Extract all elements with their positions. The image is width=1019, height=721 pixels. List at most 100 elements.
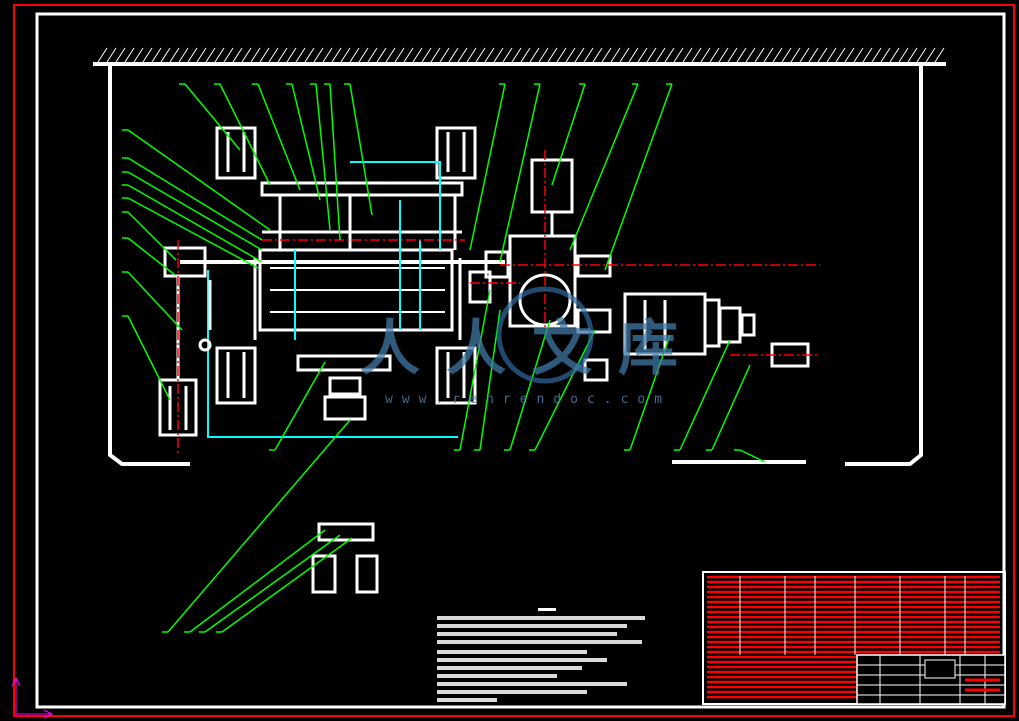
detail-view: [311, 522, 379, 594]
hatch-stroke: [313, 47, 324, 63]
hatch-stroke: [817, 47, 828, 63]
hatch-stroke: [682, 47, 693, 63]
note-line: [437, 616, 645, 620]
leader-line: [291, 83, 321, 201]
hatch-stroke: [925, 47, 936, 63]
leader-lines: [122, 83, 766, 633]
hatch-stroke: [439, 47, 450, 63]
leader-line: [127, 237, 176, 276]
hatch-stroke: [592, 47, 603, 63]
hatch-stroke: [871, 47, 882, 63]
hatch-stroke: [727, 47, 738, 63]
leader-line: [509, 319, 551, 451]
hatch-stroke: [358, 47, 369, 63]
hatch-stroke: [349, 47, 360, 63]
leader-line: [349, 83, 373, 216]
hatch-stroke: [304, 47, 315, 63]
hatch-stroke: [691, 47, 702, 63]
leader-line: [219, 83, 271, 186]
hatch-stroke: [331, 47, 342, 63]
hatch-stroke: [106, 47, 117, 63]
hatch-stroke: [268, 47, 279, 63]
leader-line: [274, 361, 326, 451]
hatch-stroke: [196, 47, 207, 63]
note-line: [437, 682, 627, 686]
hatch-stroke: [394, 47, 405, 63]
leader-line: [127, 171, 263, 251]
hatch-stroke: [124, 47, 135, 63]
hatch-stroke: [565, 47, 576, 63]
leader-line: [739, 449, 766, 463]
watermark-logo: 人人文库: [360, 314, 704, 384]
hatch-stroke: [133, 47, 144, 63]
hatch-stroke: [844, 47, 855, 63]
hatch-stroke: [835, 47, 846, 63]
leader-line: [184, 83, 241, 151]
leader-line: [534, 329, 596, 451]
note-line: [437, 632, 617, 636]
hatch-stroke: [466, 47, 477, 63]
note-line: [437, 690, 587, 694]
wheel-blocks: [215, 126, 477, 405]
hatch-stroke: [934, 47, 945, 63]
hatch-stroke: [250, 47, 261, 63]
hatch-stroke: [790, 47, 801, 63]
hatch-stroke: [880, 47, 891, 63]
leader-line: [679, 339, 731, 451]
hatch-stroke: [520, 47, 531, 63]
leader-line: [127, 129, 271, 231]
note-line: [437, 666, 582, 670]
hatch-stroke: [448, 47, 459, 63]
leader-line: [167, 419, 351, 633]
hatch-stroke: [214, 47, 225, 63]
hatch-stroke: [529, 47, 540, 63]
note-line: [437, 624, 627, 628]
note-line: [437, 658, 607, 662]
hatch-stroke: [646, 47, 657, 63]
leader-line: [711, 364, 751, 451]
hatch-stroke: [655, 47, 666, 63]
hatch-stroke: [916, 47, 927, 63]
hatch-stroke: [187, 47, 198, 63]
watermark-circle: [496, 286, 594, 384]
hatch-stroke: [493, 47, 504, 63]
hatch-stroke: [322, 47, 333, 63]
hatch-stroke: [205, 47, 216, 63]
hatch-stroke: [232, 47, 243, 63]
hatch-stroke: [862, 47, 873, 63]
outer-frame: [13, 4, 1015, 717]
ucs-icon: [11, 676, 54, 719]
note-line: [437, 640, 642, 644]
leader-line: [469, 83, 506, 251]
hook-block: [296, 354, 392, 421]
hatch-stroke: [619, 47, 630, 63]
ceiling-hatch: [93, 47, 946, 66]
hatch-stroke: [628, 47, 639, 63]
leader-line: [629, 334, 671, 451]
hatch-stroke: [286, 47, 297, 63]
technical-notes: [437, 608, 645, 702]
leader-line: [127, 315, 171, 401]
hatch-stroke: [457, 47, 468, 63]
centerlines: [177, 150, 820, 455]
leader-line: [569, 83, 639, 251]
leader-line: [127, 157, 263, 241]
hatch-stroke: [736, 47, 747, 63]
hatch-stroke: [403, 47, 414, 63]
hatch-stroke: [115, 47, 126, 63]
hatch-stroke: [547, 47, 558, 63]
hatch-stroke: [97, 47, 108, 63]
hatch-stroke: [673, 47, 684, 63]
hatch-stroke: [853, 47, 864, 63]
note-line: [437, 674, 557, 678]
hatch-stroke: [763, 47, 774, 63]
hatch-stroke: [799, 47, 810, 63]
hatch-stroke: [385, 47, 396, 63]
hatch-stroke: [709, 47, 720, 63]
leader-line: [499, 83, 541, 263]
hatch-stroke: [421, 47, 432, 63]
inner-frame: [35, 12, 1006, 709]
hatch-stroke: [718, 47, 729, 63]
hatch-stroke: [538, 47, 549, 63]
